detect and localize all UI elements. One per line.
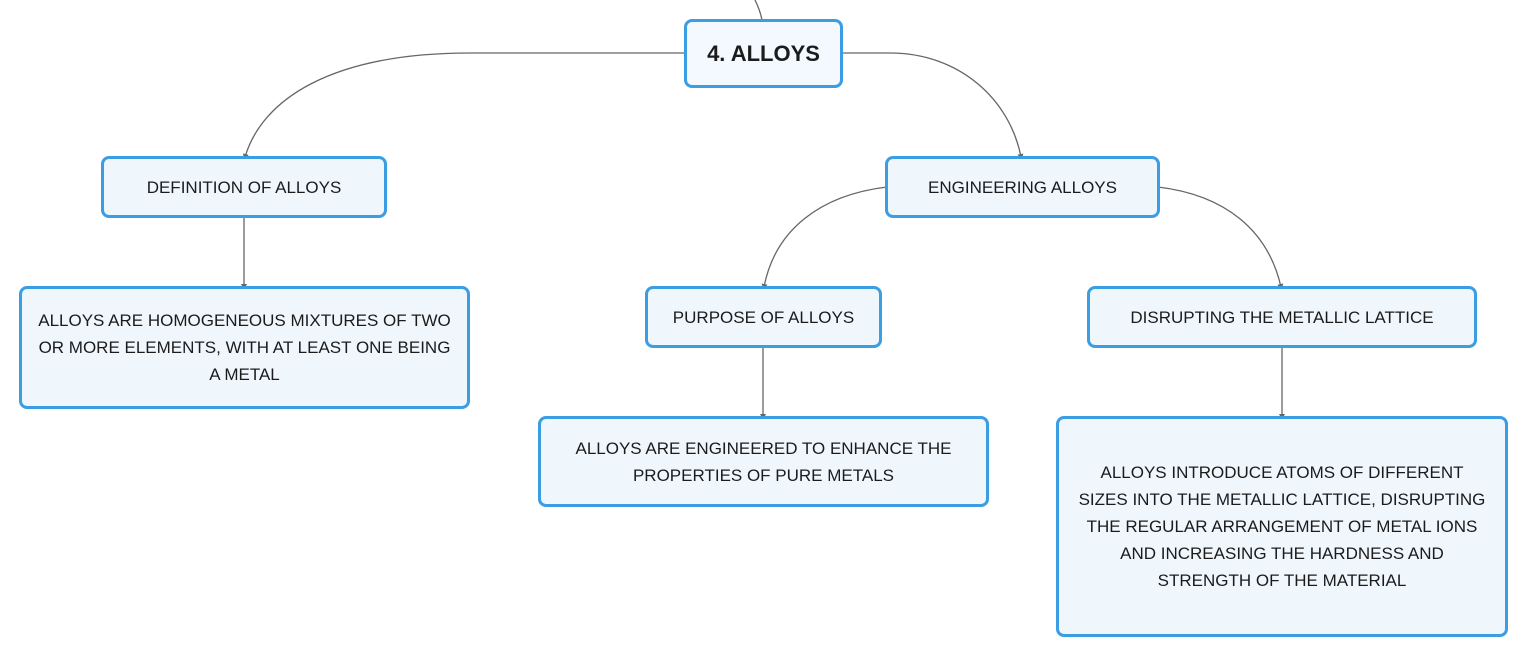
definition-node-label: DEFINITION OF ALLOYS bbox=[146, 177, 342, 197]
purpose-node-label: PURPOSE OF ALLOYS bbox=[672, 307, 855, 327]
purpose-detail-node[interactable]: ALLOYS ARE ENGINEERED TO ENHANCE THE PRO… bbox=[538, 416, 989, 507]
connector-engineering-to-purpose bbox=[761, 186, 888, 290]
connector-parent-to-root bbox=[754, 0, 763, 21]
definition-detail-node[interactable]: ALLOYS ARE HOMOGENEOUS MIXTURES OF TWO O… bbox=[19, 286, 470, 409]
definition-node[interactable]: DEFINITION OF ALLOYS bbox=[101, 156, 387, 218]
connector-root-to-engineering bbox=[842, 52, 1024, 160]
engineering-node-label: ENGINEERING ALLOYS bbox=[928, 177, 1117, 197]
disrupting-node[interactable]: DISRUPTING THE METALLIC LATTICE bbox=[1087, 286, 1477, 348]
disrupting-node-label: DISRUPTING THE METALLIC LATTICE bbox=[1130, 307, 1434, 327]
connector-root-to-definition bbox=[242, 52, 685, 160]
connector-engineering-to-disrupting bbox=[1157, 186, 1284, 290]
definition-detail-label: ALLOYS ARE HOMOGENEOUS MIXTURES OF TWO O… bbox=[38, 311, 451, 384]
root-node-label: 4. ALLOYS bbox=[707, 41, 820, 66]
purpose-node[interactable]: PURPOSE OF ALLOYS bbox=[645, 286, 882, 348]
engineering-node[interactable]: ENGINEERING ALLOYS bbox=[885, 156, 1160, 218]
purpose-detail-label: ALLOYS ARE ENGINEERED TO ENHANCE THE PRO… bbox=[575, 438, 952, 485]
disrupting-detail-label: ALLOYS INTRODUCE ATOMS OF DIFFERENT SIZE… bbox=[1078, 463, 1486, 590]
root-node[interactable]: 4. ALLOYS bbox=[684, 19, 843, 88]
disrupting-detail-node[interactable]: ALLOYS INTRODUCE ATOMS OF DIFFERENT SIZE… bbox=[1056, 416, 1508, 637]
